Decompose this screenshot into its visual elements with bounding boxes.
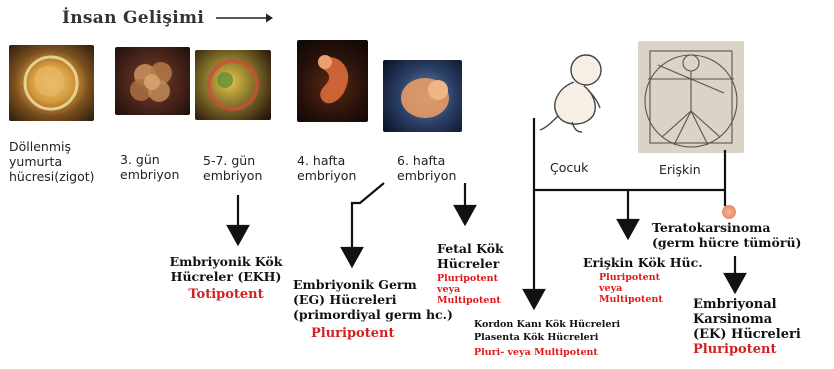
cord-potency: Pluri- veya Multipotent: [474, 347, 620, 358]
fetal-potency: Pluripotent veya Multipotent: [437, 273, 504, 306]
ec-block: Embriyonal Karsinoma (EK) Hücreleri Plur…: [693, 297, 801, 357]
arrow-eg-icon: [342, 248, 362, 266]
eg-potency: Pluripotent: [293, 326, 453, 341]
arrow-adult-stem-icon: [618, 220, 638, 238]
ekh-potency: Totipotent: [166, 287, 286, 302]
cord-block: Kordon Kanı Kök Hücreleri Plasenta Kök H…: [474, 318, 620, 358]
adult-stem-potency: Pluripotent veya Multipotent: [583, 272, 703, 305]
arrow-ec-icon: [725, 274, 745, 292]
ec-potency: Pluripotent: [693, 342, 801, 357]
arrow-ekh-icon: [228, 226, 248, 244]
adult-stem-block: Erişkin Kök Hüc. Pluripotent veya Multip…: [583, 255, 703, 305]
arrow-fetal-icon: [455, 206, 475, 224]
ekh-block: Embriyonik Kök Hücreler (EKH) Totipotent: [166, 254, 286, 302]
terato-block: Teratokarsinoma (germ hücre tümörü): [652, 220, 801, 250]
eg-block: Embriyonik Germ (EG) Hücreleri (primordi…: [293, 277, 453, 341]
fetal-block: Fetal Kök Hücreler Pluripotent veya Mult…: [437, 241, 504, 306]
arrow-cord-icon: [524, 290, 544, 308]
